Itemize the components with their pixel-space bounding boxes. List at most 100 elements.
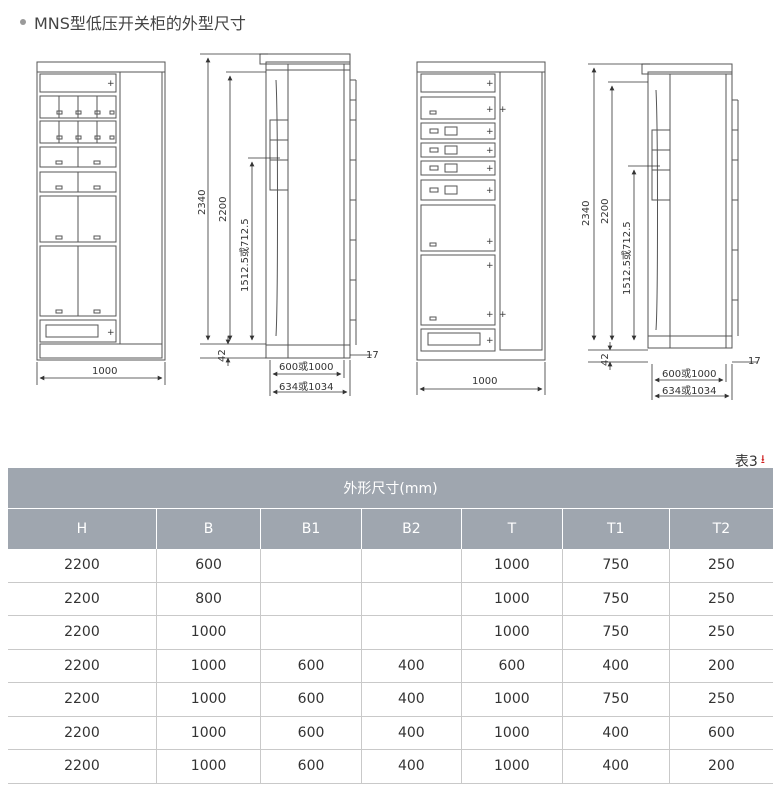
table-cell: 400 xyxy=(562,749,670,784)
left-side-view xyxy=(259,53,357,359)
table-row: 2200 1000 600 400 600 400 200 xyxy=(8,649,773,683)
svg-text:+: + xyxy=(499,105,507,115)
right-width-label: 1000 xyxy=(472,376,497,387)
table-cell: 600 xyxy=(461,649,563,683)
table-cell xyxy=(260,615,362,650)
table-cell: 750 xyxy=(562,682,670,717)
table-caption: 外形尺寸(mm) xyxy=(8,468,773,509)
table-cell: 2200 xyxy=(8,549,157,583)
svg-text:+: + xyxy=(107,328,115,338)
table-cell: 400 xyxy=(361,649,463,683)
svg-text:+: + xyxy=(486,336,494,346)
table-cell: 600 xyxy=(260,716,362,750)
right-height-dimensions xyxy=(588,63,758,400)
right-depth-a-label: 600或1000 xyxy=(662,368,717,380)
table-cell: 1000 xyxy=(156,615,262,650)
bullet-icon xyxy=(20,19,26,25)
table-label: 表3 ⭳ xyxy=(735,450,765,471)
table-row: 2200 600 1000 750 250 xyxy=(8,549,773,583)
table-cell: 400 xyxy=(562,649,670,683)
table-cell: 750 xyxy=(562,582,670,616)
table-cell: 1000 xyxy=(461,749,563,784)
svg-text:+: + xyxy=(486,146,494,156)
table-row: 2200 800 1000 750 250 xyxy=(8,582,773,616)
svg-text:+: + xyxy=(486,261,494,271)
table-cell: 1000 xyxy=(156,716,262,750)
page-title-text: MNS型低压开关柜的外型尺寸 xyxy=(34,14,246,33)
right-base-height-label: 42 xyxy=(600,353,611,366)
right-depth-b-label: 634或1034 xyxy=(662,385,717,397)
table-cell: 600 xyxy=(156,549,262,583)
col-header-t1: T1 xyxy=(562,508,670,549)
cabinet-drawings: + + 1000 xyxy=(36,53,761,400)
right-main-height-label: 2200 xyxy=(600,199,611,224)
svg-text:+: + xyxy=(499,310,507,320)
table-cell: 250 xyxy=(669,549,773,583)
table-cell: 600 xyxy=(260,649,362,683)
svg-text:+: + xyxy=(107,79,115,89)
table-cell: 1000 xyxy=(156,749,262,784)
table-cell: 600 xyxy=(260,749,362,784)
col-header-t: T xyxy=(461,508,563,549)
table-cell: 750 xyxy=(562,615,670,650)
col-header-b1: B1 xyxy=(260,508,362,549)
table-row: 2200 1000 600 400 1000 750 250 xyxy=(8,682,773,717)
table-cell: 1000 xyxy=(461,615,563,650)
col-header-h: H xyxy=(8,508,157,549)
table-row: 2200 1000 1000 750 250 xyxy=(8,615,773,650)
left-top-offset-label: 17 xyxy=(366,350,379,361)
left-height-dimensions xyxy=(200,53,372,396)
table-cell xyxy=(361,549,463,583)
right-width-dimension xyxy=(416,362,546,395)
table-cell: 2200 xyxy=(8,749,157,784)
table-cell: 400 xyxy=(361,682,463,717)
table-row: 2200 1000 600 400 1000 400 200 xyxy=(8,749,773,784)
table-cell: 250 xyxy=(669,582,773,616)
svg-text:+: + xyxy=(486,310,494,320)
table-cell: 1000 xyxy=(461,549,563,583)
left-front-plus-marks: + + xyxy=(107,79,115,338)
table-cell: 250 xyxy=(669,682,773,717)
table-cell: 2200 xyxy=(8,716,157,750)
table-label-text: 表3 xyxy=(734,453,758,470)
left-width-label: 1000 xyxy=(92,366,117,377)
right-sub-height-label: 1512.5或712.5 xyxy=(621,221,633,295)
table-cell: 400 xyxy=(562,716,670,750)
col-header-b2: B2 xyxy=(361,508,463,549)
svg-text:+: + xyxy=(486,105,494,115)
table-cell xyxy=(260,582,362,616)
table-header-row: H B B1 B2 T T1 T2 xyxy=(8,508,773,549)
table-cell: 2200 xyxy=(8,682,157,717)
table-cell: 1000 xyxy=(461,716,563,750)
table-cell xyxy=(361,582,463,616)
col-header-b: B xyxy=(156,508,262,549)
table-cell: 400 xyxy=(361,716,463,750)
page-title: MNS型低压开关柜的外型尺寸 xyxy=(20,10,246,34)
table-cell: 800 xyxy=(156,582,262,616)
table-cell: 250 xyxy=(669,615,773,650)
table-cell: 2200 xyxy=(8,582,157,616)
table-cell xyxy=(260,549,362,583)
table-cell: 600 xyxy=(260,682,362,717)
svg-text:+: + xyxy=(486,79,494,89)
left-main-height-label: 2200 xyxy=(218,197,229,222)
left-base-height-label: 42 xyxy=(217,349,228,362)
table-cell: 2200 xyxy=(8,649,157,683)
left-depth-a-label: 600或1000 xyxy=(279,361,334,373)
table-cell xyxy=(361,615,463,650)
table-cell: 1000 xyxy=(461,682,563,717)
right-front-plus-marks: +++ +++ +++ +++ xyxy=(486,79,507,346)
svg-text:+: + xyxy=(486,127,494,137)
left-front-view xyxy=(36,61,166,361)
svg-text:+: + xyxy=(486,237,494,247)
table-cell: 1000 xyxy=(156,649,262,683)
right-front-view xyxy=(416,61,546,361)
table-cell: 600 xyxy=(669,716,773,750)
table-cell: 1000 xyxy=(461,582,563,616)
left-depth-b-label: 634或1034 xyxy=(279,381,334,393)
table-cell: 750 xyxy=(562,549,670,583)
dimensions-table: 外形尺寸(mm) H B B1 B2 T T1 T2 2200 600 1000… xyxy=(8,468,773,784)
table-cell: 200 xyxy=(669,649,773,683)
right-side-view xyxy=(641,63,739,349)
table-cell: 1000 xyxy=(156,682,262,717)
